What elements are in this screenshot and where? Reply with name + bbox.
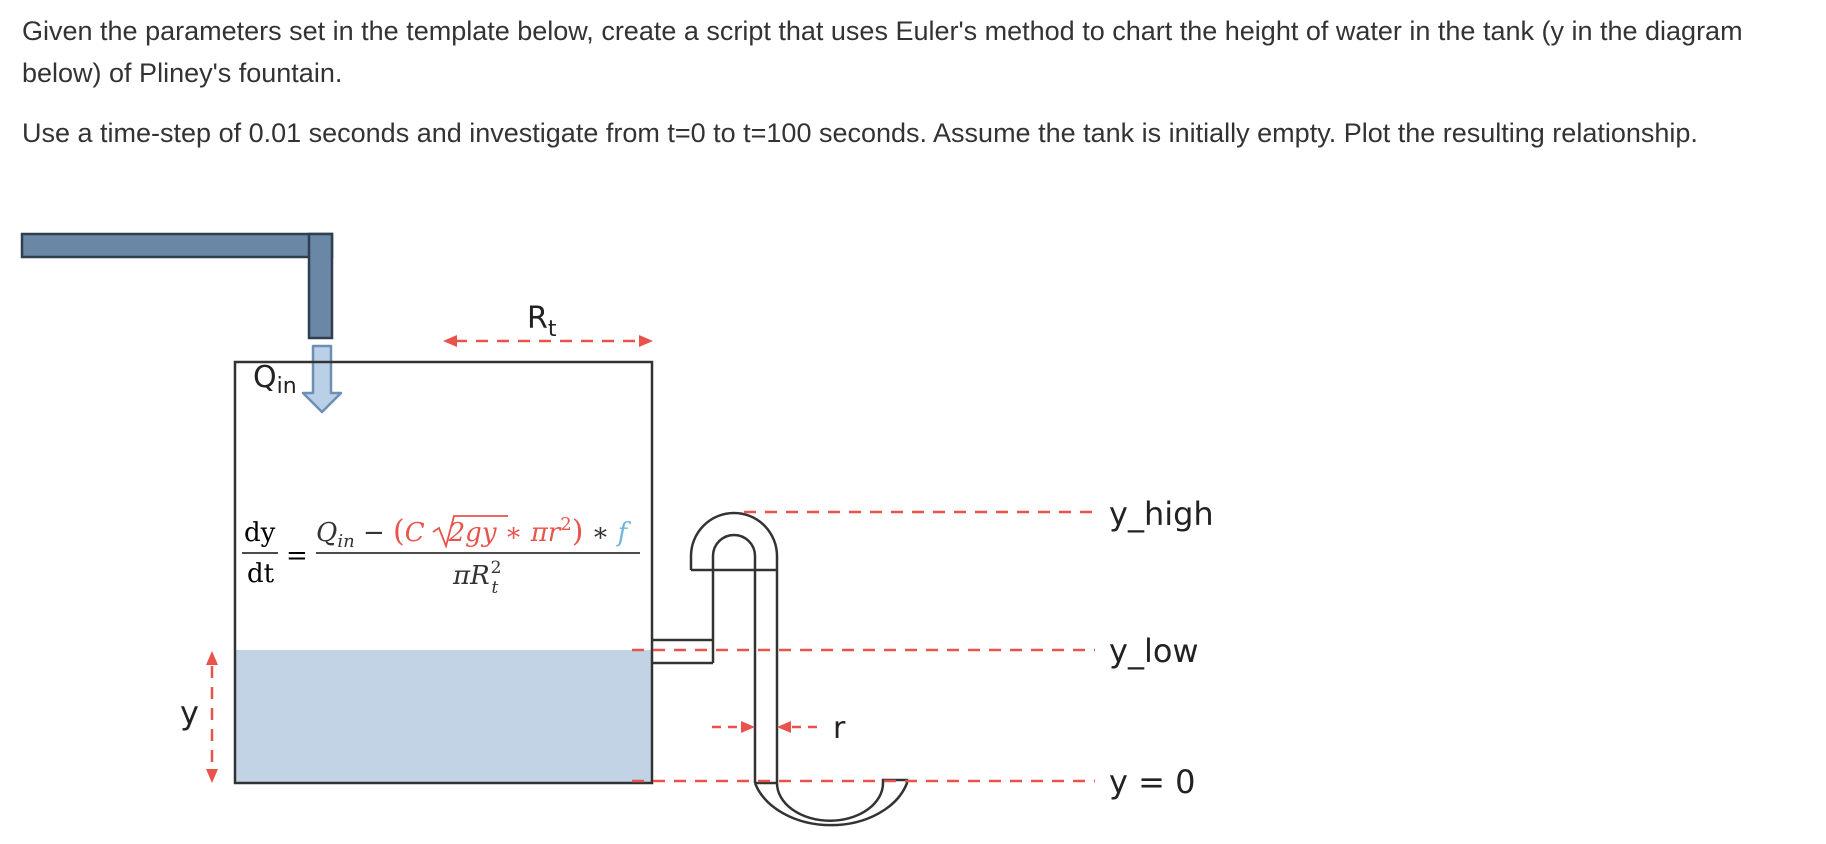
reference-lines [632,510,1095,783]
pipe-radius-arrows [712,721,822,733]
height-arrow [206,651,218,783]
label-pipe-radius: r [833,711,846,746]
siphon-inlet-stub [652,570,715,665]
equation-lhs-denominator: dt [247,559,275,589]
label-height: y [180,694,199,732]
siphon-tube [689,511,909,827]
instruction-paragraph-1: Given the parameters set in the template… [22,16,1743,88]
label-tank-radius: Rt [527,301,557,342]
label-y-high: y_high [1109,495,1214,533]
equation-equals: = [286,541,308,571]
label-inflow: Qin [253,360,297,399]
instruction-paragraph-2: Use a time-step of 0.01 seconds and inve… [22,118,1698,148]
sqrt-sign-icon [432,515,508,549]
label-y-zero: y = 0 [1109,763,1195,801]
equation-lhs-numerator: dy [244,518,276,548]
inflow-pipe [20,232,334,340]
tank [233,360,654,785]
inflow-arrow-icon [301,344,343,414]
label-y-low: y_low [1109,632,1199,670]
tank-radius-arrow [443,335,653,347]
tank-water [235,650,652,783]
